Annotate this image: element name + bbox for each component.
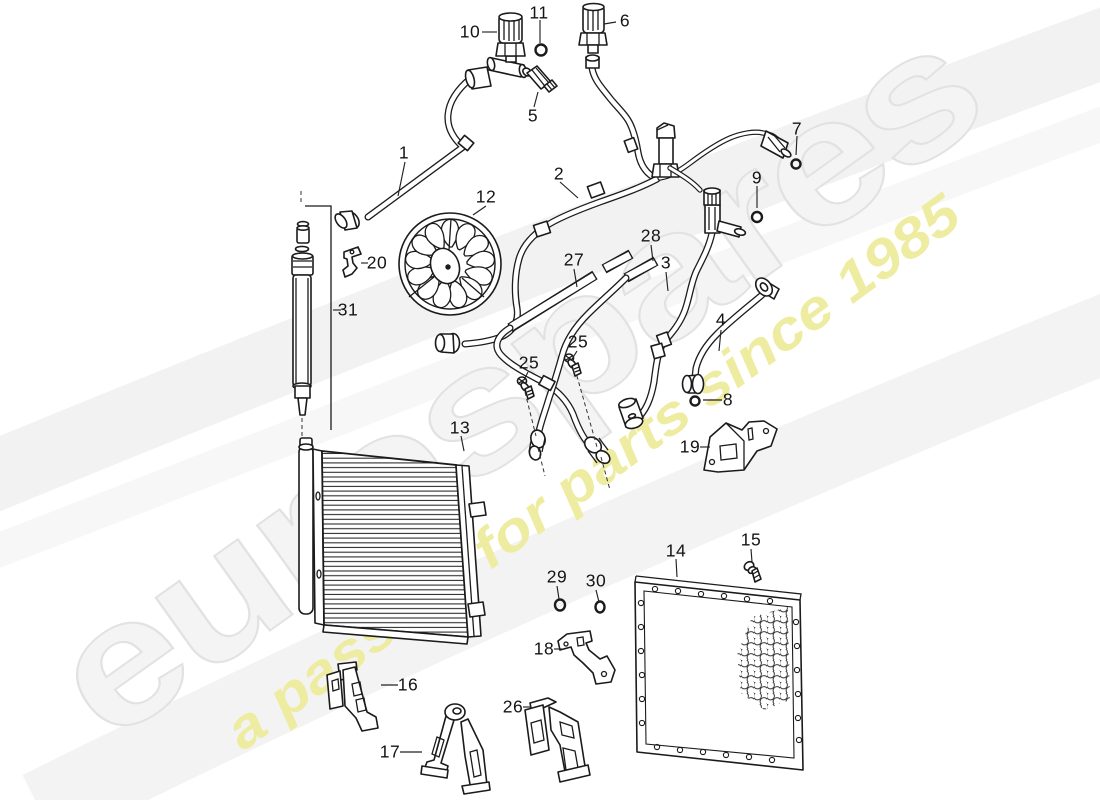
part-29-seal-ring <box>553 598 567 612</box>
part-8-seal-ring <box>689 395 701 407</box>
part-13-condenser <box>298 437 487 645</box>
part-10-valve <box>464 12 528 90</box>
part-30-seal-ring <box>594 600 606 614</box>
part-26-bracket <box>524 697 591 783</box>
watermark-swoosh <box>0 7 1100 800</box>
part-4-fittings <box>681 277 780 395</box>
part-3-hose <box>632 229 716 424</box>
part-4-hose <box>691 291 766 381</box>
callout-leaders <box>333 20 798 753</box>
part-16-bracket <box>326 661 379 732</box>
part-3-details <box>618 187 747 430</box>
part-3-valve-link <box>667 165 703 193</box>
part-19-bracket <box>703 420 778 473</box>
part-1-pipe <box>364 74 475 221</box>
part-15-screw <box>743 560 762 583</box>
part-14-grille <box>634 575 804 771</box>
part-11-seal-ring <box>534 43 548 57</box>
part-6-valve <box>578 2 608 54</box>
part-28-hose <box>534 274 630 440</box>
part-25-bolt <box>516 376 535 400</box>
part-20-clip <box>342 246 362 278</box>
part-27-28-fittings <box>524 361 611 491</box>
part-27-pipe <box>507 249 634 333</box>
part-25-bolt <box>563 353 582 377</box>
part-7-seal-ring <box>790 158 802 170</box>
part-18-bracket <box>557 630 616 685</box>
part-9-seal-ring <box>750 210 764 224</box>
part-1-pipe-fittings <box>334 134 475 231</box>
part-5-plug <box>522 65 558 93</box>
part-12-fan <box>398 212 502 316</box>
part-31-drier <box>291 191 332 438</box>
part-17-bracket <box>420 703 491 795</box>
part-28-pipe <box>623 256 659 283</box>
